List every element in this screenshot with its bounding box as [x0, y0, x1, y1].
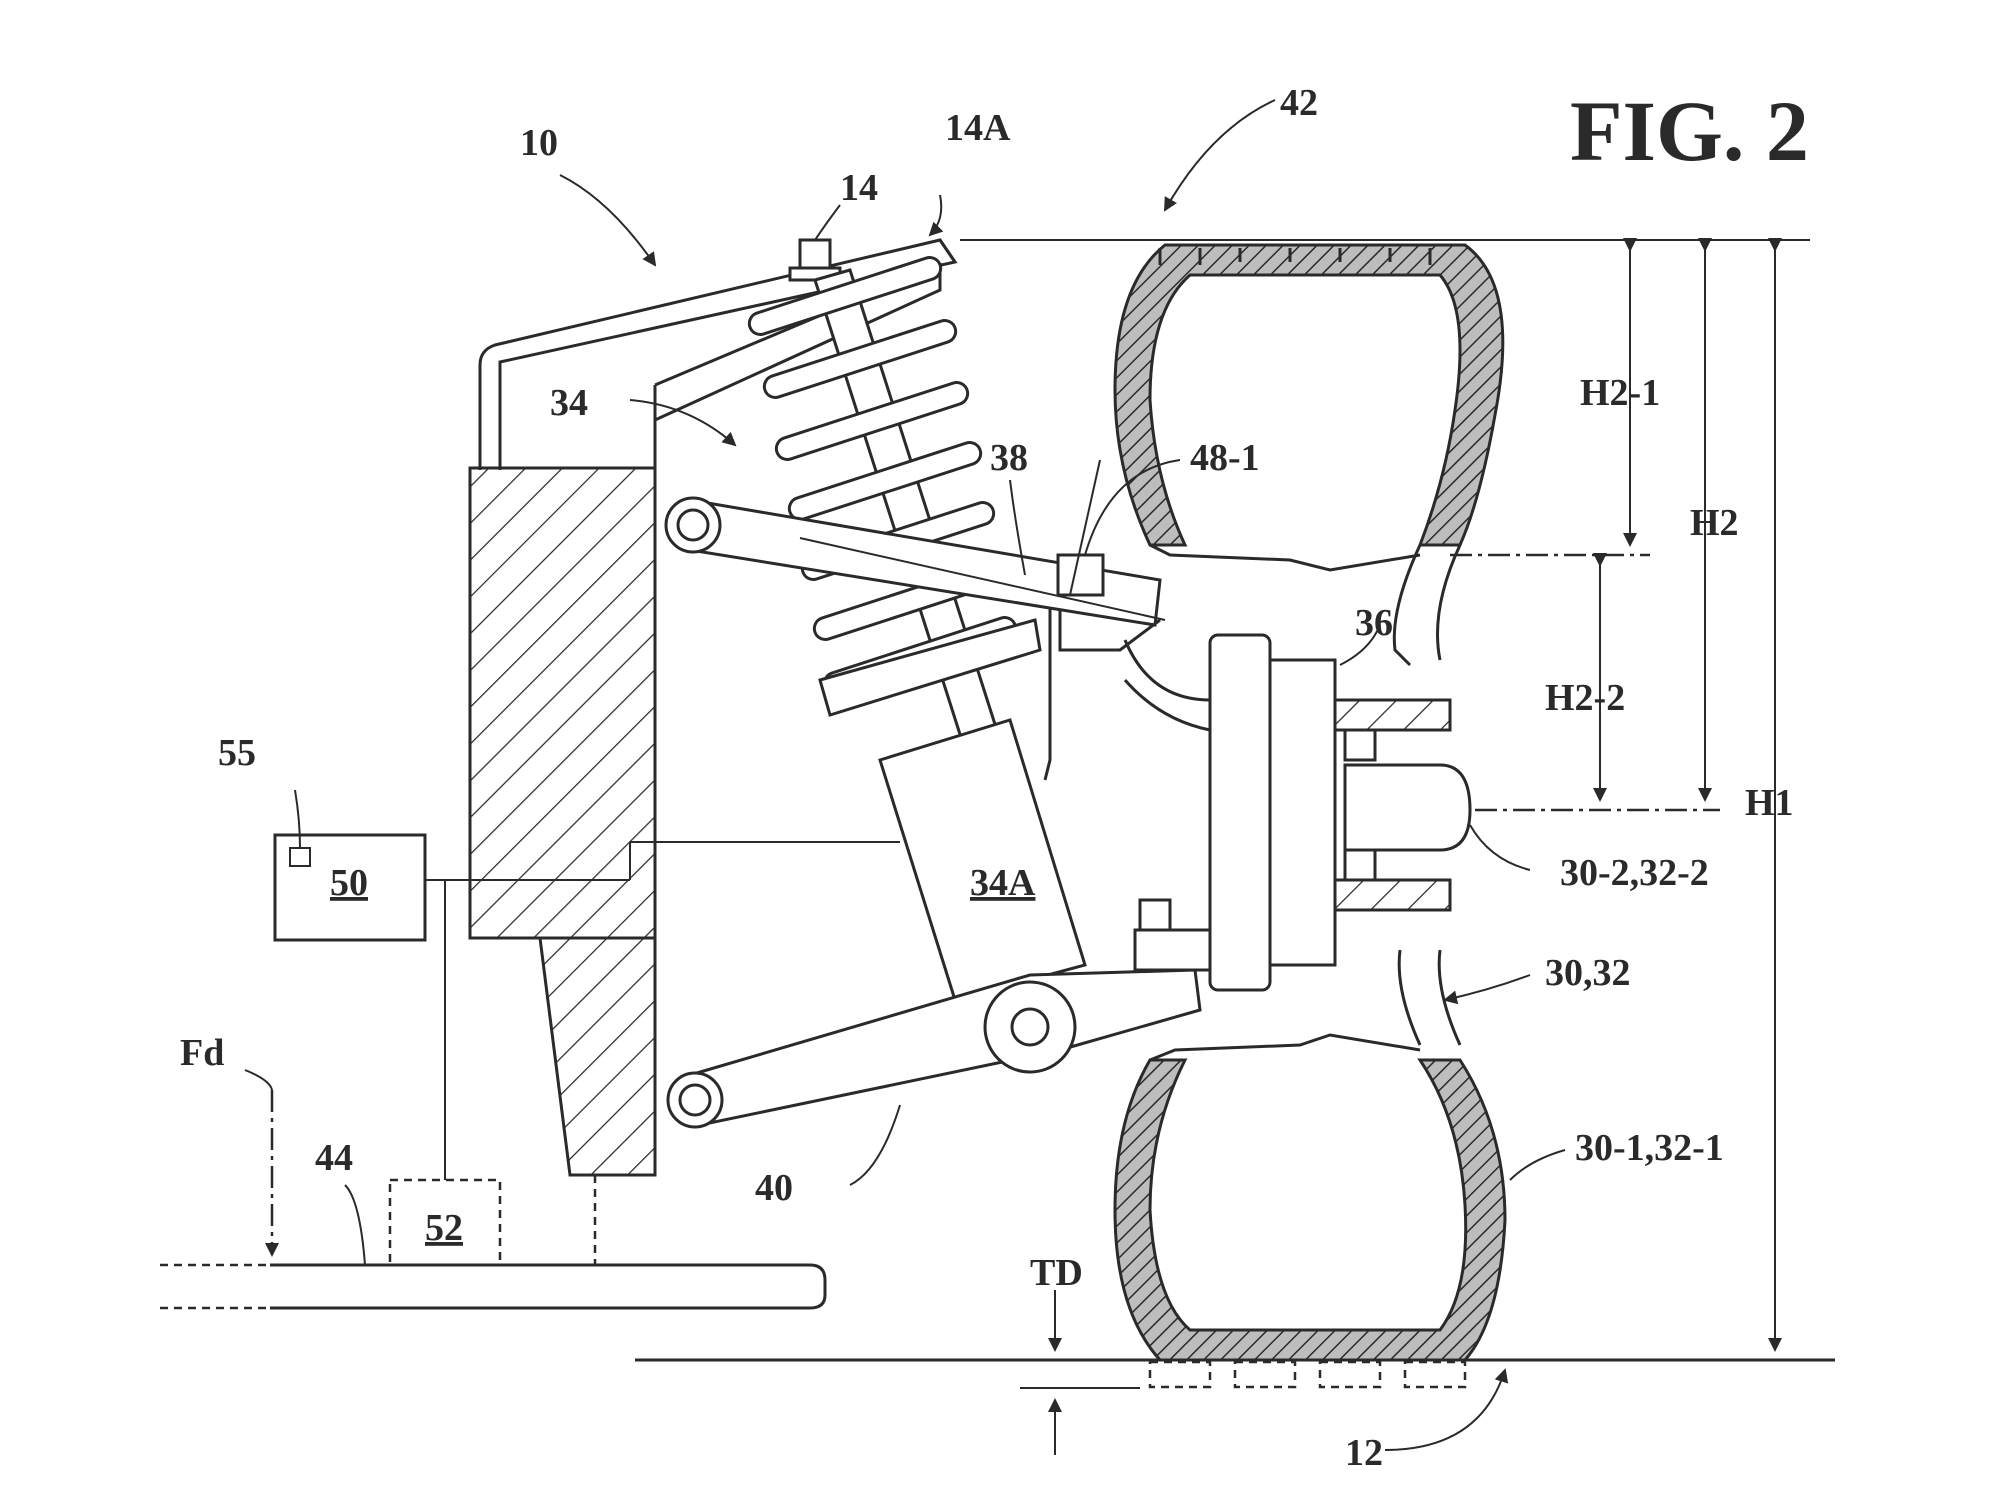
label-30-32: 30,32: [1545, 952, 1631, 994]
label-h2-1: H2-1: [1580, 372, 1660, 414]
label-34a: 34A: [970, 862, 1036, 904]
tire-lower: [1113, 1058, 1507, 1362]
label-48-1: 48-1: [1190, 437, 1260, 479]
hub-flange: [1333, 698, 1472, 912]
label-fd: Fd: [180, 1032, 224, 1074]
lower-control-arm: [666, 968, 1202, 1129]
label-40: 40: [755, 1167, 793, 1209]
label-h1: H1: [1745, 782, 1794, 824]
label-h2: H2: [1690, 502, 1739, 544]
figure-title: FIG. 2: [1570, 83, 1809, 179]
upper-control-arm: [664, 496, 1166, 627]
spring-seat-lower: [818, 618, 1042, 717]
label-55: 55: [218, 732, 256, 774]
label-34: 34: [550, 382, 588, 424]
label-10: 10: [520, 122, 558, 164]
coil-spring: [747, 255, 1018, 697]
label-42: 42: [1280, 82, 1318, 124]
label-12: 12: [1345, 1432, 1383, 1474]
label-38: 38: [990, 437, 1028, 479]
leader-lines: [244, 99, 1566, 1451]
label-td: TD: [1030, 1252, 1083, 1294]
reference-labels: 10 14 14A 42 34 38 48-1 36 55 50 34A Fd …: [180, 82, 1794, 1474]
controller-box: [273, 833, 900, 1180]
vehicle-body-bracket: [478, 238, 958, 470]
label-30-2-32-2: 30-2,32-2: [1560, 852, 1709, 894]
upper-mount-bracket: [653, 262, 1052, 781]
sensor-bracket: [1056, 459, 1161, 652]
label-36: 36: [1355, 602, 1393, 644]
frame-rail: [160, 1175, 827, 1310]
ground-surface: [635, 1358, 1835, 1389]
label-52: 52: [425, 1207, 463, 1249]
knuckle-block: [468, 466, 657, 1177]
label-h2-2: H2-2: [1545, 677, 1625, 719]
wheel-hub: [1123, 633, 1337, 992]
dimension-lines: [960, 238, 1810, 1455]
shock-absorber-body: [878, 718, 1087, 1002]
label-14: 14: [840, 167, 878, 209]
label-30-1-32-1: 30-1,32-1: [1575, 1127, 1724, 1169]
label-44: 44: [315, 1137, 353, 1179]
tire-upper: [1113, 243, 1505, 547]
label-14a: 14A: [945, 107, 1011, 149]
rim: [1149, 543, 1462, 1062]
label-50: 50: [330, 862, 368, 904]
